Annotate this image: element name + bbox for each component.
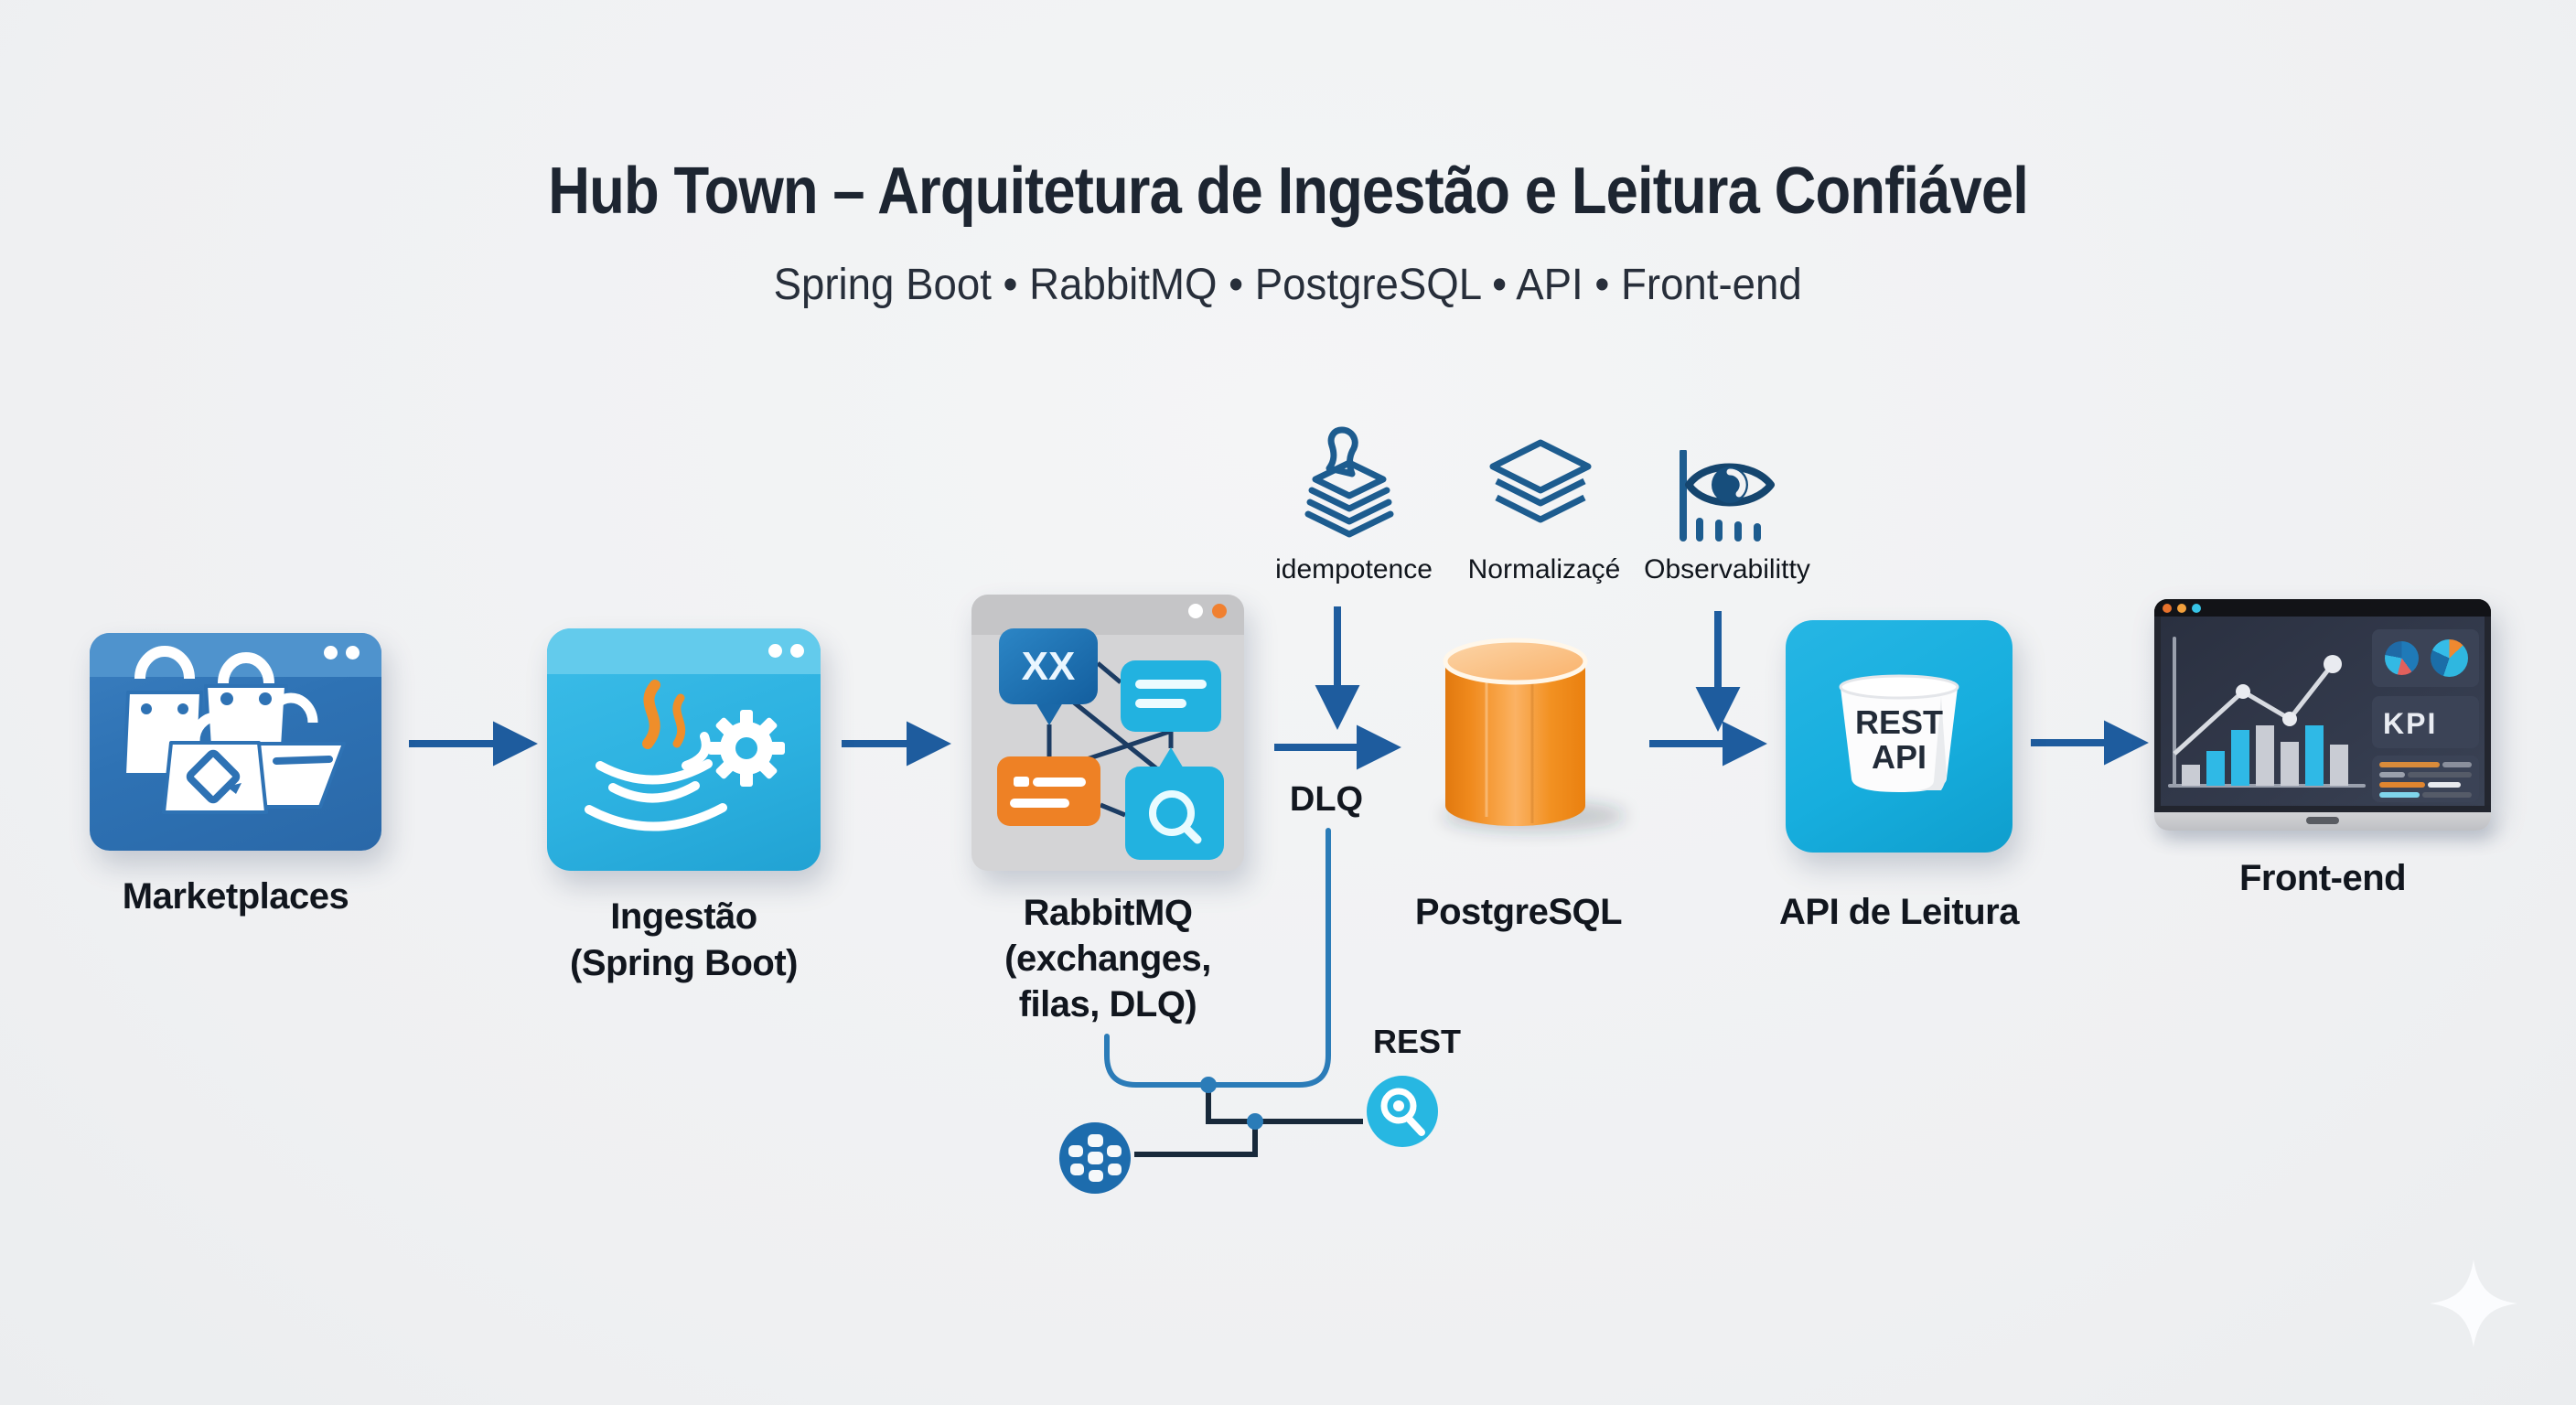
window-dot <box>790 644 804 658</box>
gear-icon <box>708 710 785 787</box>
line-chart <box>2173 655 2342 756</box>
quality-label-observability: Observabilitty <box>1644 554 1810 585</box>
eye-icon <box>1680 450 1775 542</box>
pie-charts-card <box>2372 629 2479 687</box>
page-subtitle-text: Spring Boot • RabbitMQ • PostgreSQL • AP… <box>773 261 1803 309</box>
window-dot <box>346 646 360 660</box>
window-dot <box>324 646 338 660</box>
dlq-label: DLQ <box>1289 780 1364 819</box>
kpi-card: KPI <box>2372 696 2479 748</box>
arrowhead-2 <box>907 721 951 767</box>
monitor-bezel <box>2154 812 2491 831</box>
rabbitmq-logo-badge <box>1059 1122 1131 1194</box>
list-bar <box>2428 782 2461 788</box>
sparkle-decoration <box>2430 1260 2517 1347</box>
rest-label: REST <box>1372 1023 1461 1060</box>
bar-chart-bars <box>2182 725 2348 786</box>
list-bar <box>2408 772 2472 778</box>
message-broker-window-icon: XX <box>997 628 1224 860</box>
monitor-screen: KPI <box>2161 617 2485 806</box>
marketplaces-label: Marketplaces <box>122 876 349 917</box>
rest-query-badge <box>1367 1076 1438 1147</box>
window-dot-orange <box>1212 604 1227 618</box>
list-bar <box>2422 792 2472 798</box>
rabbitmq-label-line1: RabbitMQ <box>1023 893 1193 933</box>
dlq-bubble <box>997 756 1100 826</box>
pie-chart-icon <box>2385 641 2419 675</box>
list-bar <box>2442 762 2472 767</box>
window-dot <box>1188 604 1203 618</box>
arrowhead-6 <box>1315 685 1360 730</box>
arrowhead-4 <box>1723 721 1767 767</box>
junction-node-2 <box>1247 1113 1263 1130</box>
monitor-titlebar <box>2154 599 2491 617</box>
queue-bubble <box>1121 660 1221 732</box>
read-api-box: REST API <box>1786 620 2012 853</box>
quality-label-idempotence: idempotence <box>1275 554 1433 585</box>
rest-api-bucket-icon: REST API <box>1839 674 1959 792</box>
dashboard-chart-icon <box>2168 637 2366 788</box>
queue-to-rest-line <box>1206 1085 1363 1124</box>
dlq-routing-line <box>1104 828 1331 1088</box>
titlebar-dot <box>2192 604 2201 613</box>
queue-to-rabbit-line <box>1134 1121 1258 1157</box>
window-dot <box>768 644 782 658</box>
ingestion-box <box>547 628 821 871</box>
page-title: Hub Town – Arquitetura de Ingestão e Lei… <box>0 154 2576 229</box>
arrowhead-1 <box>493 721 538 767</box>
arrowhead-7 <box>1695 687 1741 732</box>
marketplaces-box <box>90 633 381 851</box>
bucket-text-rest: REST <box>1855 703 1943 741</box>
monitor-stand-notch <box>2306 817 2339 824</box>
rabbitmq-label-line2: (exchanges, <box>1004 938 1211 979</box>
consumer-bubble <box>1125 747 1224 860</box>
exchange-bubble: XX <box>999 628 1098 725</box>
java-gear-icon <box>585 680 785 831</box>
database-cylinder-icon <box>1443 638 1626 831</box>
junction-node-1 <box>1200 1077 1217 1093</box>
frontend-label: Front-end <box>2238 858 2407 898</box>
stamp-icon <box>1304 426 1394 538</box>
rabbitmq-label-line3: filas, DLQ) <box>1018 984 1197 1024</box>
shopping-bags-icon <box>123 646 346 814</box>
page-title-text: Hub Town – Arquitetura de Ingestão e Lei… <box>548 155 2029 228</box>
rabbitmq-box: XX <box>971 595 1244 871</box>
list-bar <box>2379 782 2425 788</box>
postgresql-label: PostgreSQL <box>1414 892 1623 932</box>
titlebar-dot <box>2177 604 2186 613</box>
ingestion-label-line1: Ingestão <box>610 896 757 937</box>
bucket-text-api: API <box>1872 738 1927 776</box>
layers-icon <box>1489 439 1592 523</box>
quality-label-normalization: Normalizaçé <box>1467 554 1621 585</box>
list-card <box>2372 756 2479 802</box>
flow-arrows <box>409 606 2149 770</box>
frontend-monitor: KPI <box>2154 599 2491 812</box>
list-bar <box>2379 762 2440 767</box>
arrowhead-5 <box>2104 720 2149 766</box>
pie-chart-icon <box>2431 639 2468 677</box>
exchange-text: XX <box>1022 644 1076 689</box>
kpi-label: KPI <box>2383 707 2438 740</box>
list-bar <box>2379 772 2405 778</box>
page-subtitle: Spring Boot • RabbitMQ • PostgreSQL • AP… <box>0 260 2576 310</box>
arrowhead-3 <box>1357 724 1401 770</box>
read-api-label: API de Leitura <box>1779 892 2019 932</box>
list-bar <box>2379 792 2420 798</box>
titlebar-dot <box>2163 604 2172 613</box>
ingestion-label-line2: (Spring Boot) <box>570 943 799 983</box>
